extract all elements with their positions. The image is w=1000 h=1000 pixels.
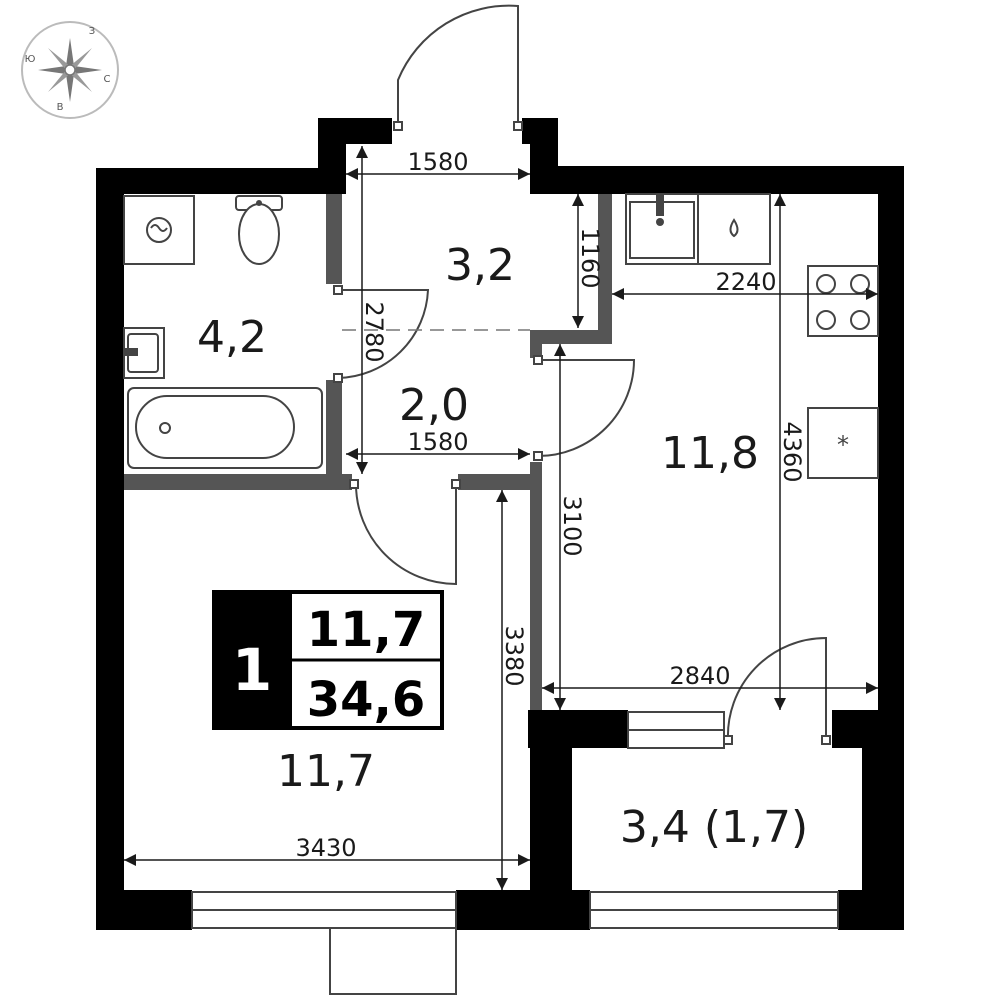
dim-hall-upper-depth: 1160 [576,227,604,288]
compass-east: С [104,74,111,85]
windows [191,711,839,995]
balcony-door [723,636,831,745]
dimension-labels: 1580 1580 1160 2780 2240 4360 3100 2840 … [295,148,806,862]
kitchen-sink-icon [625,193,771,265]
compass-south: В [57,102,64,113]
dim-hall-top-width: 1580 [407,148,468,176]
dim-kitchen-width: 2240 [715,268,776,296]
room-area-living: 11,7 [277,746,375,797]
compass-west: Ю [25,54,36,65]
window-living [191,891,457,995]
dim-hall-height: 2780 [360,301,388,362]
badge-rooms-count: 1 [232,636,272,704]
badge-total-area: 34,6 [307,672,425,728]
window-kitchen [627,711,725,749]
summary-badge: 1 11,7 34,6 [212,590,444,730]
room-area-kitchen: 11,8 [661,428,759,479]
room-area-hall-upper: 3,2 [445,240,515,291]
dimension-lines [124,146,878,890]
badge-living-area: 11,7 [307,602,425,658]
stove-icon [807,265,879,337]
water-drop-icon [729,218,739,238]
dim-room-width: 3430 [295,834,356,862]
svg-text:*: * [837,431,849,459]
bathtub-icon [127,387,323,469]
room-area-hall-lower: 2,0 [399,380,469,431]
partitions [124,194,612,710]
living-door [349,479,461,586]
room-area-balcony: 3,4 (1,7) [620,802,808,853]
sink-icon [123,327,165,379]
dim-kitchen-height: 4360 [778,421,806,482]
compass-rose-icon [38,38,102,102]
dim-living-height: 3380 [500,625,528,686]
refrigerator-icon: * [807,407,879,479]
compass-north: З [89,26,95,37]
doors [333,4,831,745]
dim-living-width: 2840 [669,662,730,690]
kitchen-door [533,355,636,461]
exterior-walls [96,118,904,930]
bathroom-door [333,285,430,383]
washing-machine-icon [123,195,195,265]
dim-hall-bottom-width: 1580 [407,428,468,456]
room-labels: 4,2 3,2 2,0 11,8 11,7 3,4 (1,7) [197,240,808,853]
compass: З С В Ю [21,21,119,119]
toilet-icon [235,195,283,265]
kitchen-fixtures: * [625,193,879,479]
room-area-bathroom: 4,2 [197,312,267,363]
bathroom-fixtures [123,195,323,469]
entrance-door [393,4,523,131]
window-balcony [589,891,839,929]
dim-kitchen-wall: 3100 [558,495,586,556]
